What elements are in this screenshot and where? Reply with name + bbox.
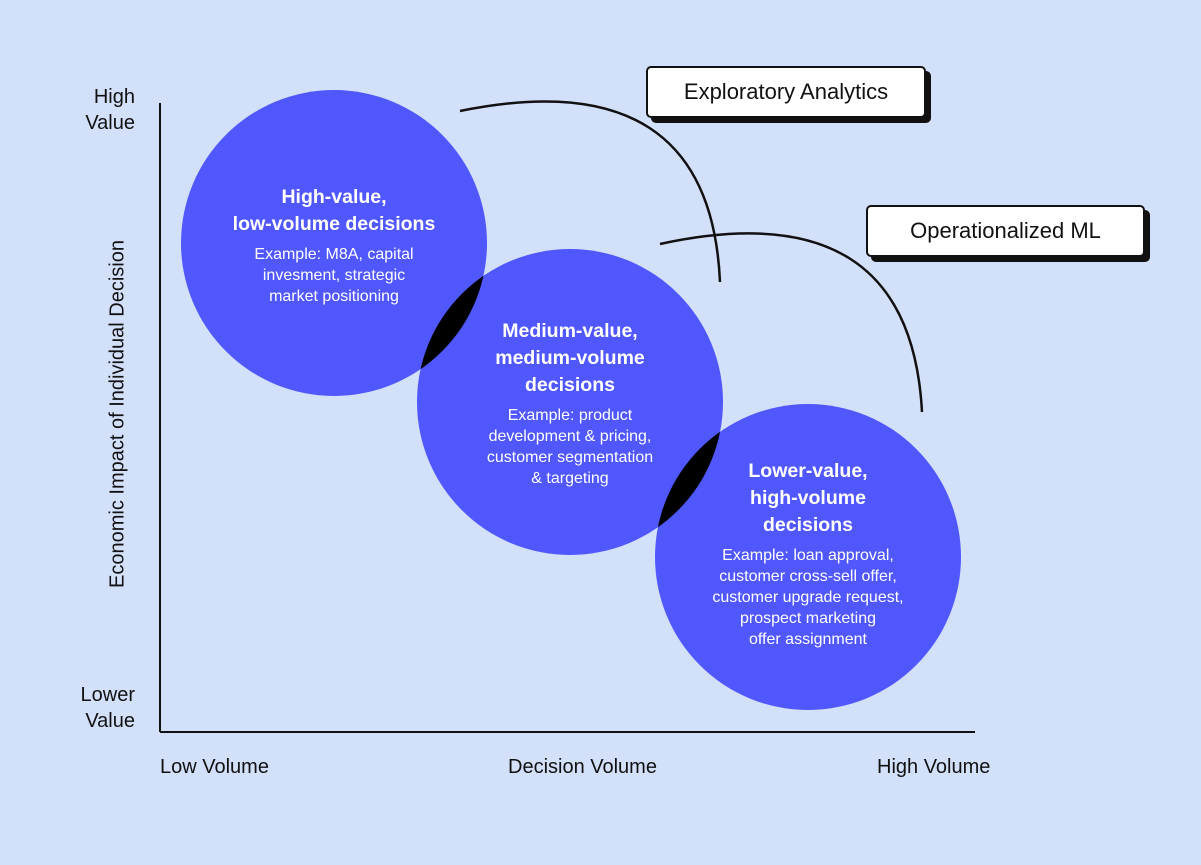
- bubble-example-line: Example: M8A, capital: [254, 246, 414, 263]
- bubble-example-line: prospect marketing: [739, 610, 877, 627]
- operationalized-ml-tag: Operationalized ML: [866, 205, 1145, 257]
- exploratory-analytics-arc: [459, 100, 722, 283]
- bubble-title: Medium-value, medium-volume decisions: [430, 318, 710, 399]
- y-axis-top-label: High Value: [85, 84, 135, 136]
- y-axis-title: Economic Impact of Individual Decision: [106, 240, 129, 588]
- y-axis-top-label-line: Value: [85, 112, 135, 134]
- bubble-example: Example: M8A, capital invesment, strateg…: [194, 244, 474, 307]
- y-axis-bottom-label: Lower Value: [81, 682, 135, 734]
- bubble-medium-value: [417, 249, 723, 555]
- bubble-title-line: high-volume: [750, 487, 866, 509]
- bubble-example: Example: product development & pricing, …: [430, 405, 710, 489]
- x-axis-center-label: Decision Volume: [508, 756, 657, 778]
- bubble-title-line: Medium-value,: [502, 320, 638, 342]
- bubble-title-line: decisions: [525, 374, 615, 396]
- bubble-high-value-text: High-value, low-volume decisions Example…: [194, 184, 474, 307]
- exploratory-analytics-tag: Exploratory Analytics: [646, 66, 926, 118]
- bubble-medium-value-text: Medium-value, medium-volume decisions Ex…: [430, 318, 710, 489]
- y-axis-top-label-line: High: [93, 86, 135, 108]
- bubble-example: Example: loan approval, customer cross-s…: [668, 545, 948, 650]
- x-axis-left-label: Low Volume: [160, 756, 269, 778]
- bubble-example-line: Example: loan approval,: [722, 547, 894, 564]
- bubble-lower-value-text: Lower-value, high-volume decisions Examp…: [668, 458, 948, 650]
- operationalized-ml-arc: [659, 232, 924, 413]
- bubble-example-line: customer cross-sell offer,: [719, 568, 897, 585]
- bubble-example-line: customer segmentation: [486, 449, 654, 466]
- bubble-title: High-value, low-volume decisions: [194, 184, 474, 238]
- bubble-title-line: Lower-value,: [748, 460, 868, 482]
- bubble-title-line: High-value,: [281, 186, 387, 208]
- bubble-example-line: Example: product: [507, 407, 633, 424]
- bubble-example-line: & targeting: [531, 470, 609, 487]
- bubble-example-line: market positioning: [269, 288, 399, 305]
- bubble-title-line: decisions: [763, 514, 853, 536]
- bubble-example-line: customer upgrade request,: [712, 589, 904, 606]
- bubble-example-line: invesment, strategic: [262, 267, 406, 284]
- bubble-lower-value: [655, 404, 961, 710]
- bubble-example-line: development & pricing,: [488, 428, 652, 445]
- y-axis-bottom-label-line: Lower: [80, 684, 135, 706]
- bubble-title-line: low-volume decisions: [232, 213, 436, 235]
- bubble-example-line: offer assignment: [749, 631, 867, 648]
- bubble-title-line: medium-volume: [495, 347, 645, 369]
- bubble-title: Lower-value, high-volume decisions: [668, 458, 948, 539]
- bubble-high-value: [181, 90, 487, 396]
- x-axis-right-label: High Volume: [877, 756, 991, 778]
- y-axis-bottom-label-line: Value: [85, 710, 135, 732]
